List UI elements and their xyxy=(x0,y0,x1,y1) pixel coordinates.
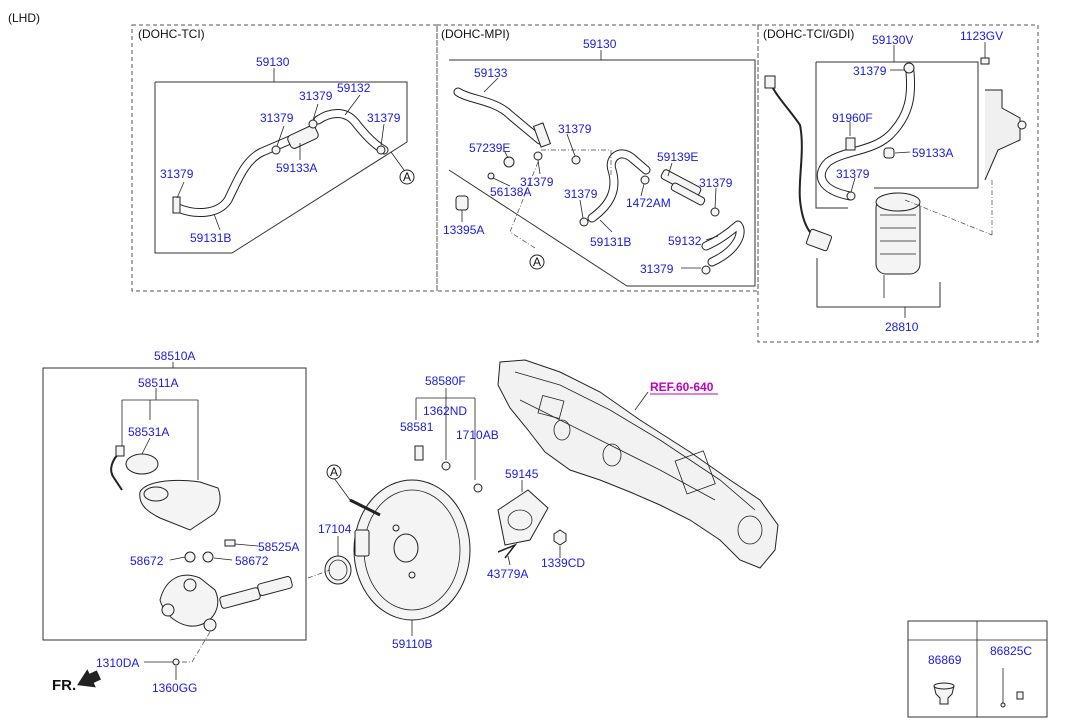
gdi-59133a: 59133A xyxy=(912,146,953,160)
mpi-59130: 59130 xyxy=(583,37,617,51)
mpi-section-frame xyxy=(436,24,759,292)
mpi-31379-d: 31379 xyxy=(699,176,733,190)
tci-31379-d: 31379 xyxy=(160,167,194,181)
mpi-31379-b: 31379 xyxy=(520,175,554,189)
label-58580f: 58580F xyxy=(425,374,466,388)
mpi-59133: 59133 xyxy=(474,66,508,80)
tci-section-frame xyxy=(131,24,438,292)
label-59145: 59145 xyxy=(505,467,539,481)
mpi-circle-a: A xyxy=(533,255,541,269)
label-58531a: 58531A xyxy=(128,425,169,439)
mpi-13395a: 13395A xyxy=(443,223,484,237)
legend-86825c: 86825C xyxy=(990,644,1032,658)
mpi-59132: 59132 xyxy=(668,234,702,248)
master-cylinder-group xyxy=(42,362,307,680)
gdi-1123gv: 1123GV xyxy=(960,29,1003,43)
label-58672-a: 58672 xyxy=(130,554,164,568)
tci-59131b: 59131B xyxy=(190,231,231,245)
gdi-air-pump-group xyxy=(764,42,1027,318)
mpi-hose-group xyxy=(448,50,756,287)
label-58525a: 58525A xyxy=(258,540,299,554)
tci-hose-group xyxy=(154,68,415,254)
mpi-31379-c: 31379 xyxy=(564,187,598,201)
label-58510a: 58510A xyxy=(154,349,195,363)
gdi-section-title: (DOHC-TCI/GDI) xyxy=(763,27,854,41)
tci-31379-b: 31379 xyxy=(260,111,294,125)
gdi-31379-b: 31379 xyxy=(836,167,870,181)
label-1360gg: 1360GG xyxy=(152,681,197,695)
tci-31379-a: 31379 xyxy=(299,89,333,103)
label-1710ab: 1710AB xyxy=(456,428,499,442)
fr-label: FR. xyxy=(52,677,76,694)
tci-circle-a: A xyxy=(403,170,411,184)
gdi-91960f: 91960F xyxy=(832,111,873,125)
mpi-57239e: 57239E xyxy=(469,141,510,155)
front-arrow-icon xyxy=(77,669,101,688)
tci-59130: 59130 xyxy=(256,55,290,69)
tci-31379-c: 31379 xyxy=(367,111,401,125)
label-58672-b: 58672 xyxy=(235,554,269,568)
mpi-56138a: 56138A xyxy=(490,185,531,199)
mpi-section-title: (DOHC-MPI) xyxy=(441,27,510,41)
tci-59133a: 59133A xyxy=(276,161,317,175)
lhd-label: (LHD) xyxy=(8,11,40,25)
gdi-59130v: 59130V xyxy=(872,33,913,47)
gdi-31379-a: 31379 xyxy=(853,64,887,78)
brake-booster-group xyxy=(307,388,567,636)
label-43779a: 43779A xyxy=(487,567,528,581)
tci-section-title: (DOHC-TCI) xyxy=(138,27,205,41)
label-58581: 58581 xyxy=(400,420,434,434)
mpi-59139e: 59139E xyxy=(657,150,698,164)
mpi-59131b: 59131B xyxy=(590,235,631,249)
gdi-28810: 28810 xyxy=(885,320,919,334)
label-1362nd: 1362ND xyxy=(423,404,467,418)
label-1339cd: 1339CD xyxy=(541,556,585,570)
legend-86869: 86869 xyxy=(928,653,962,667)
ref-label: REF.60-640 xyxy=(650,380,714,394)
gdi-section-frame xyxy=(757,24,1039,343)
mpi-31379-e: 31379 xyxy=(640,262,674,276)
legend-table xyxy=(907,620,1048,718)
label-17104: 17104 xyxy=(318,522,352,536)
dash-panel-group xyxy=(497,359,779,569)
booster-circle-a: A xyxy=(330,465,338,479)
label-58511a: 58511A xyxy=(138,376,178,390)
tci-59132: 59132 xyxy=(337,81,371,95)
mpi-31379-a: 31379 xyxy=(558,122,592,136)
mpi-1472am: 1472AM xyxy=(626,196,671,210)
label-59110b: 59110B xyxy=(392,637,432,651)
label-1310da: 1310DA xyxy=(96,656,139,670)
